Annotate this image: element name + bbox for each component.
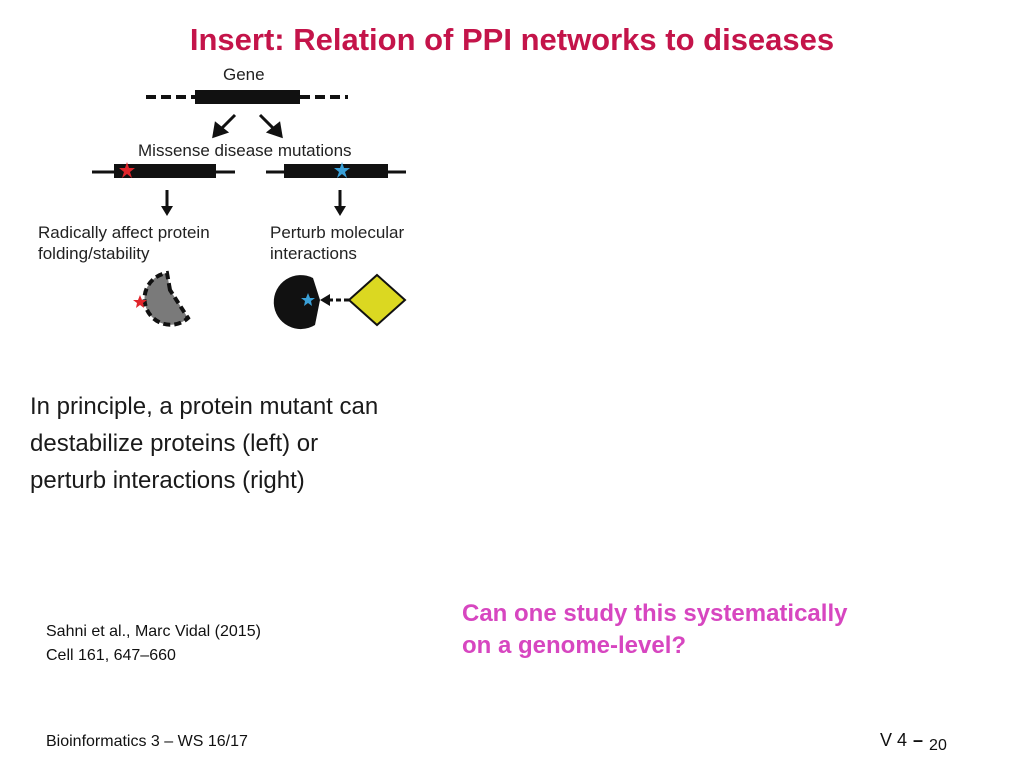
body-text: In principle, a protein mutant can desta… [30,388,470,499]
citation-line-2: Cell 161, 647–660 [46,647,176,664]
gene-bar [195,90,300,104]
left-effect-label-line1: Radically affect protein [38,223,210,242]
down-arrow-left [161,190,173,216]
partner-protein-diamond-icon [347,273,407,327]
body-line-2: destabilize proteins (left) or [30,430,319,457]
citation-line-1: Sahni et al., Marc Vidal (2015) [46,623,261,640]
down-arrow-right [334,190,346,216]
body-line-3: perturb interactions (right) [30,467,305,494]
question-callout: Can one study this systematically on a g… [462,598,847,662]
figure-svg: Gene Missense disease mutations [38,65,407,330]
left-protein-star-icon [133,295,147,308]
mutations-label: Missense disease mutations [138,141,352,160]
left-effect-label-line2: folding/stability [38,244,150,263]
left-gene-bar [114,164,216,178]
right-effect-label-line1: Perturb molecular [270,223,405,242]
right-effect-label-line2: interactions [270,244,357,263]
right-protein-star-icon [301,293,315,306]
footer-version: V 4 [880,730,908,750]
slide-title: Insert: Relation of PPI networks to dise… [189,22,835,57]
footer-page-info: V 4–20 [880,730,947,755]
citation: Sahni et al., Marc Vidal (2015) Cell 161… [46,620,261,668]
intact-protein-icon [273,275,320,330]
destabilized-protein-icon [142,270,191,327]
question-line-2: on a genome-level? [462,632,687,659]
footer-page-number: 20 [929,737,947,754]
interaction-arrowhead-icon [320,294,330,306]
right-gene-bar [284,164,388,178]
body-line-1: In principle, a protein mutant can [30,393,379,420]
footer-dash: – [913,730,924,750]
question-line-1: Can one study this systematically [462,600,848,627]
right-mutation-star-icon [334,162,350,178]
gene-label: Gene [223,65,265,84]
footer-course: Bioinformatics 3 – WS 16/17 [46,733,248,750]
left-mutation-star-icon [119,162,135,178]
mutation-effects-figure: Gene Missense disease mutations [30,60,430,350]
diverging-arrows [212,113,283,139]
